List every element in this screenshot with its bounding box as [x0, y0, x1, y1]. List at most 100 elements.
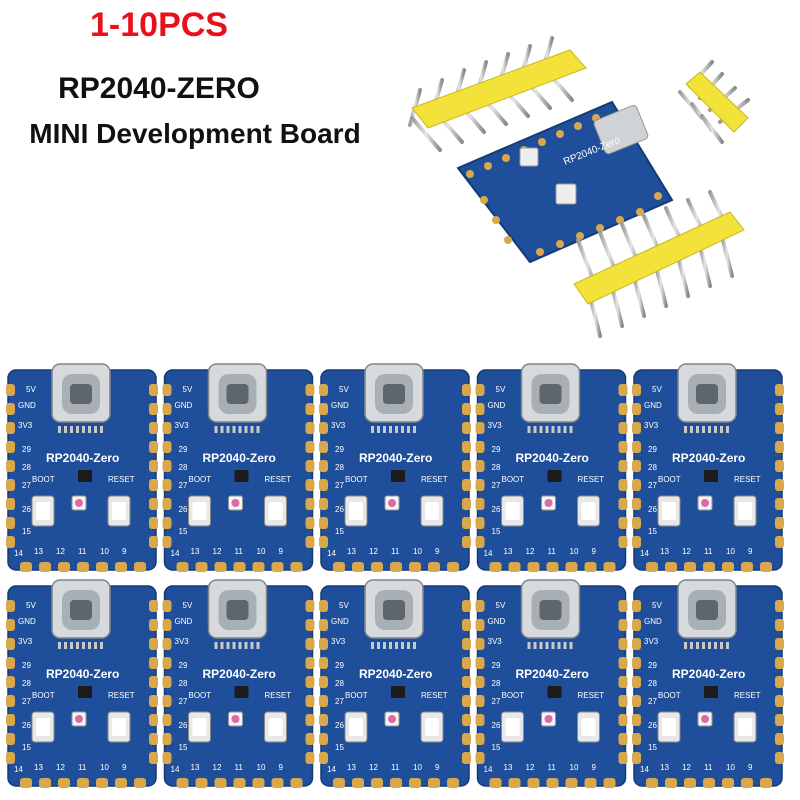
- pin-label-left: 14: [171, 765, 180, 774]
- edge-pad: [775, 638, 784, 650]
- edge-pad: [115, 562, 127, 572]
- edge-pad: [162, 638, 172, 650]
- smd-lead: [94, 642, 97, 649]
- pin-label-bottom: 12: [526, 763, 535, 772]
- smd-lead: [539, 426, 543, 433]
- pin-label-left: 14: [484, 765, 493, 774]
- edge-pad: [632, 403, 641, 415]
- usb-c-tongue: [226, 384, 249, 404]
- pin-label-left: 28: [648, 463, 657, 472]
- edge-pad: [475, 619, 485, 631]
- smd-lead: [244, 642, 248, 649]
- board-name: RP2040-Zero: [203, 451, 276, 465]
- edge-pad: [632, 536, 641, 548]
- edge-pad: [475, 498, 485, 510]
- usb-c-tongue: [696, 600, 718, 620]
- pin-label-left: 27: [179, 481, 188, 490]
- smd-lead: [545, 642, 549, 649]
- edge-pad: [475, 600, 485, 612]
- pin-label-left: 29: [22, 445, 31, 454]
- pin-label-3v3: 3V3: [644, 637, 659, 646]
- edge-pad: [162, 460, 172, 472]
- pin-label-left: 28: [179, 679, 188, 688]
- edge-pad: [618, 733, 628, 745]
- edge-pad: [319, 498, 328, 510]
- edge-pad: [305, 479, 315, 491]
- pin-label-left: 15: [179, 527, 188, 536]
- edge-pad: [618, 384, 628, 396]
- edge-pad: [390, 562, 402, 572]
- edge-pad: [6, 460, 15, 472]
- edge-pad: [741, 778, 753, 788]
- edge-pad: [319, 384, 328, 396]
- pin-label-bottom: 13: [347, 763, 356, 772]
- edge-pad: [632, 733, 641, 745]
- pin-label-left: 14: [14, 765, 23, 774]
- pin-label-5v: 5V: [26, 385, 36, 394]
- edge-pad: [149, 676, 158, 688]
- ic-chip: [78, 686, 92, 698]
- edge-pad: [6, 695, 15, 707]
- pin-label-bottom: 9: [748, 547, 753, 556]
- rgb-led-lens: [544, 715, 553, 723]
- pin-label-bottom: 11: [235, 547, 244, 556]
- pin-label-bottom: 11: [704, 763, 713, 772]
- edge-pad: [352, 562, 364, 572]
- smd-lead: [726, 426, 729, 433]
- smd-lead: [557, 426, 561, 433]
- rgb-led-lens: [544, 499, 553, 507]
- model-title: RP2040-ZERO: [58, 72, 260, 105]
- edge-pad: [319, 619, 328, 631]
- edge-pad: [271, 562, 284, 572]
- edge-pad: [775, 733, 784, 745]
- pin-label-bottom: 10: [100, 547, 109, 556]
- reset-label: RESET: [421, 475, 448, 484]
- pin-label-left: 15: [335, 527, 344, 536]
- edge-pad: [447, 562, 459, 572]
- pin-label-3v3: 3V3: [331, 421, 346, 430]
- edge-pad: [77, 778, 89, 788]
- edge-pad: [527, 562, 540, 572]
- edge-pad: [584, 562, 597, 572]
- pin-label-bottom: 13: [191, 547, 200, 556]
- edge-pad: [632, 460, 641, 472]
- pin-label-left: 29: [335, 445, 344, 454]
- board-name: RP2040-Zero: [359, 667, 432, 681]
- smd-lead: [377, 426, 380, 433]
- edge-pad: [233, 778, 246, 788]
- pin-label-left: 26: [492, 721, 501, 730]
- edge-pad: [603, 562, 616, 572]
- smd-lead: [708, 426, 711, 433]
- smd-lead: [684, 642, 687, 649]
- edge-pad: [632, 517, 641, 529]
- pin-label-left: 28: [648, 679, 657, 688]
- boot-label: BOOT: [32, 691, 55, 700]
- edge-pad: [96, 778, 108, 788]
- pin-label-left: 29: [492, 661, 501, 670]
- edge-pad: [149, 498, 158, 510]
- usb-c-tongue: [696, 384, 718, 404]
- pin-label-left: 14: [14, 549, 23, 558]
- boot-button-cap: [349, 718, 363, 736]
- edge-pad: [775, 498, 784, 510]
- pin-label-left: 27: [22, 481, 31, 490]
- pin-label-left: 28: [179, 463, 188, 472]
- edge-pad: [618, 714, 628, 726]
- edge-pad: [371, 562, 383, 572]
- boot-button-cap: [662, 718, 676, 736]
- pin-label-bottom: 10: [100, 763, 109, 772]
- boot-label: BOOT: [189, 475, 212, 484]
- edge-pad: [618, 498, 628, 510]
- edge-pad: [162, 695, 172, 707]
- pin-label-gnd: GND: [644, 617, 662, 626]
- board-name: RP2040-Zero: [359, 451, 432, 465]
- edge-pad: [162, 752, 172, 764]
- edge-pad: [162, 657, 172, 669]
- board-name: RP2040-Zero: [516, 451, 589, 465]
- edge-pad: [6, 638, 15, 650]
- smd-lead: [569, 642, 573, 649]
- pin-label-bottom: 9: [748, 763, 753, 772]
- pin-label-bottom: 10: [570, 547, 579, 556]
- pin-label-left: 15: [22, 527, 31, 536]
